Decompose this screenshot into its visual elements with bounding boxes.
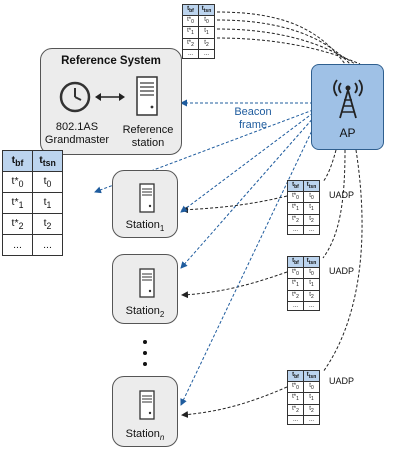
ap-to-reference-table-link <box>216 37 361 65</box>
beacon-arrow-station1 <box>180 112 314 213</box>
beacon-arrow-table <box>94 109 314 194</box>
uadp-label: UADP <box>329 266 355 276</box>
table-header-tbf: tbf <box>287 179 304 193</box>
table-header-ttsn: ttsn <box>303 369 320 383</box>
ellipsis-dot <box>143 340 147 344</box>
table-header-tbf: tbf <box>287 255 304 269</box>
table-header-tbf: tbf <box>182 3 199 17</box>
ap-to-stationn-table-link <box>322 149 363 373</box>
ap-to-station1-table-link <box>322 149 337 183</box>
uadp-label: UADP <box>329 190 355 200</box>
table-row: ...... <box>287 300 320 312</box>
reference-system-box <box>40 48 182 155</box>
sync-arrow-icon <box>95 93 125 101</box>
server-icon <box>139 183 155 213</box>
uadp-arrow-station1 <box>181 195 288 214</box>
table-row: ...... <box>182 48 215 60</box>
table-header-tbf: tbf <box>287 369 304 383</box>
station-2-box <box>112 254 178 324</box>
server-icon <box>139 268 155 298</box>
uadp-label: UADP <box>329 376 355 386</box>
beacon-frame-label: Beacon frame <box>234 106 272 131</box>
table-row: ...... <box>287 224 320 236</box>
ap-to-reference-table-link <box>216 19 351 65</box>
station-2-label: Station2 <box>125 305 165 320</box>
table-row: ...... <box>287 414 320 426</box>
ellipsis-dot <box>143 351 147 355</box>
table-header-ttsn: ttsn <box>303 255 320 269</box>
ap-to-reference-table-link <box>216 28 356 65</box>
reference-station-label: Reference station <box>122 124 174 149</box>
ap-label: AP <box>339 126 356 140</box>
grandmaster-label: 802.1AS Grandmaster <box>44 121 110 146</box>
ellipsis-dot <box>143 362 147 366</box>
table-header-ttsn: ttsn <box>32 150 63 172</box>
uadp-arrow-stationn <box>181 386 288 419</box>
table-header-ttsn: ttsn <box>198 3 215 17</box>
reference-system-title: Reference System <box>61 55 161 67</box>
station-n-label: Stationn <box>125 428 165 443</box>
ap-to-reference-table-link <box>216 11 346 65</box>
ap-to-station2-table-link <box>322 149 346 259</box>
beacon-arrow-station2 <box>180 115 316 269</box>
table-row: ...... <box>2 234 63 256</box>
server-icon <box>136 76 158 116</box>
station-1-label: Station1 <box>125 219 165 234</box>
antenna-tower-icon <box>333 79 363 119</box>
clock-icon <box>59 81 91 113</box>
beacon-arrow-stationn <box>180 117 319 406</box>
ap-box <box>311 64 384 150</box>
table-header-tbf: tbf <box>2 150 33 172</box>
table-header-ttsn: ttsn <box>303 179 320 193</box>
server-icon <box>139 390 155 420</box>
uadp-arrow-station2 <box>181 271 288 299</box>
